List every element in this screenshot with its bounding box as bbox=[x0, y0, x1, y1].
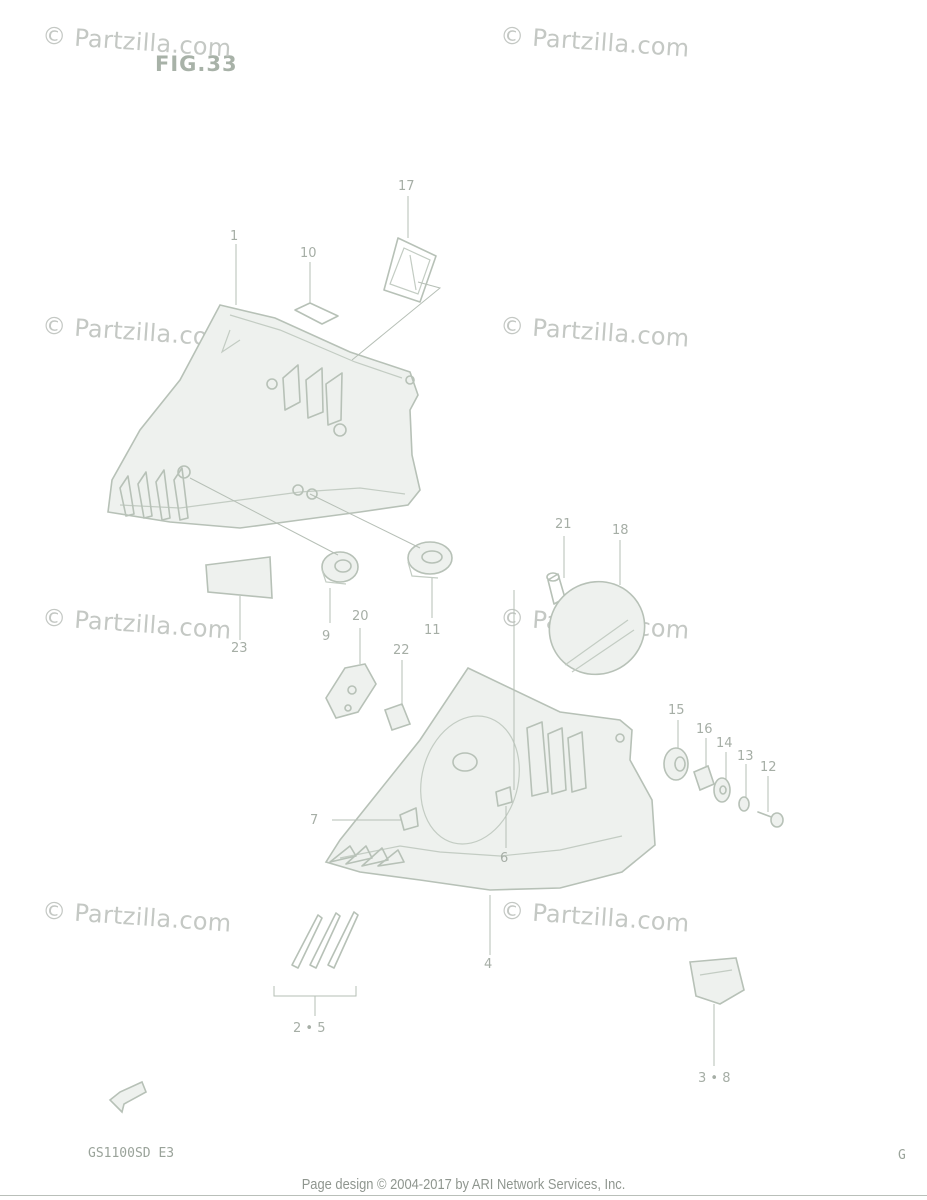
callout-1: 1 bbox=[230, 229, 238, 244]
callout-20: 20 bbox=[352, 609, 369, 624]
callout-13: 13 bbox=[737, 749, 754, 764]
part-9-grommet bbox=[321, 551, 359, 585]
part-17-vent-grille bbox=[383, 237, 437, 303]
callout-10: 10 bbox=[300, 246, 317, 261]
figure-title: FIG.33 bbox=[155, 52, 238, 76]
callout-22: 22 bbox=[393, 643, 410, 658]
lower-frame-cover bbox=[324, 666, 656, 891]
callout-15: 15 bbox=[668, 703, 685, 718]
corner-mark: G bbox=[898, 1148, 906, 1163]
part-22-clip bbox=[383, 702, 412, 732]
part-16-collar bbox=[693, 764, 715, 792]
callout-3-8: 3 • 8 bbox=[698, 1071, 730, 1086]
part-2-5-stripes bbox=[273, 911, 359, 1016]
callout-17: 17 bbox=[398, 179, 415, 194]
leader-lines bbox=[189, 196, 769, 955]
callout-7: 7 bbox=[310, 813, 318, 828]
callout-12: 12 bbox=[760, 760, 777, 775]
part-18-cap bbox=[548, 580, 646, 676]
upper-frame-cover bbox=[107, 304, 421, 529]
part-20-bracket bbox=[325, 663, 377, 719]
footer-divider bbox=[0, 1195, 927, 1196]
part-10-clip bbox=[294, 302, 339, 325]
part-15-grommet bbox=[663, 747, 689, 781]
callout-18: 18 bbox=[612, 523, 629, 538]
callout-23: 23 bbox=[231, 641, 248, 656]
part-3-8-emblem bbox=[689, 957, 745, 1066]
callout-4: 4 bbox=[484, 957, 492, 972]
part-12-bolt bbox=[757, 811, 784, 828]
part-11-grommet bbox=[407, 541, 453, 579]
callout-2-5: 2 • 5 bbox=[293, 1021, 325, 1036]
callout-16: 16 bbox=[696, 722, 713, 737]
front-arrow-icon bbox=[108, 1080, 148, 1114]
callout-9: 9 bbox=[322, 629, 330, 644]
footer-copyright: Page design © 2004-2017 by ARI Network S… bbox=[301, 1176, 626, 1193]
callout-6: 6 bbox=[500, 851, 508, 866]
part-14-washer bbox=[713, 777, 731, 803]
callout-11: 11 bbox=[424, 623, 441, 638]
model-code: GS1100SD E3 bbox=[88, 1146, 175, 1161]
part-23-pad bbox=[205, 556, 273, 599]
callout-21: 21 bbox=[555, 517, 572, 532]
callout-14: 14 bbox=[716, 736, 733, 751]
part-13-washer bbox=[738, 796, 750, 812]
